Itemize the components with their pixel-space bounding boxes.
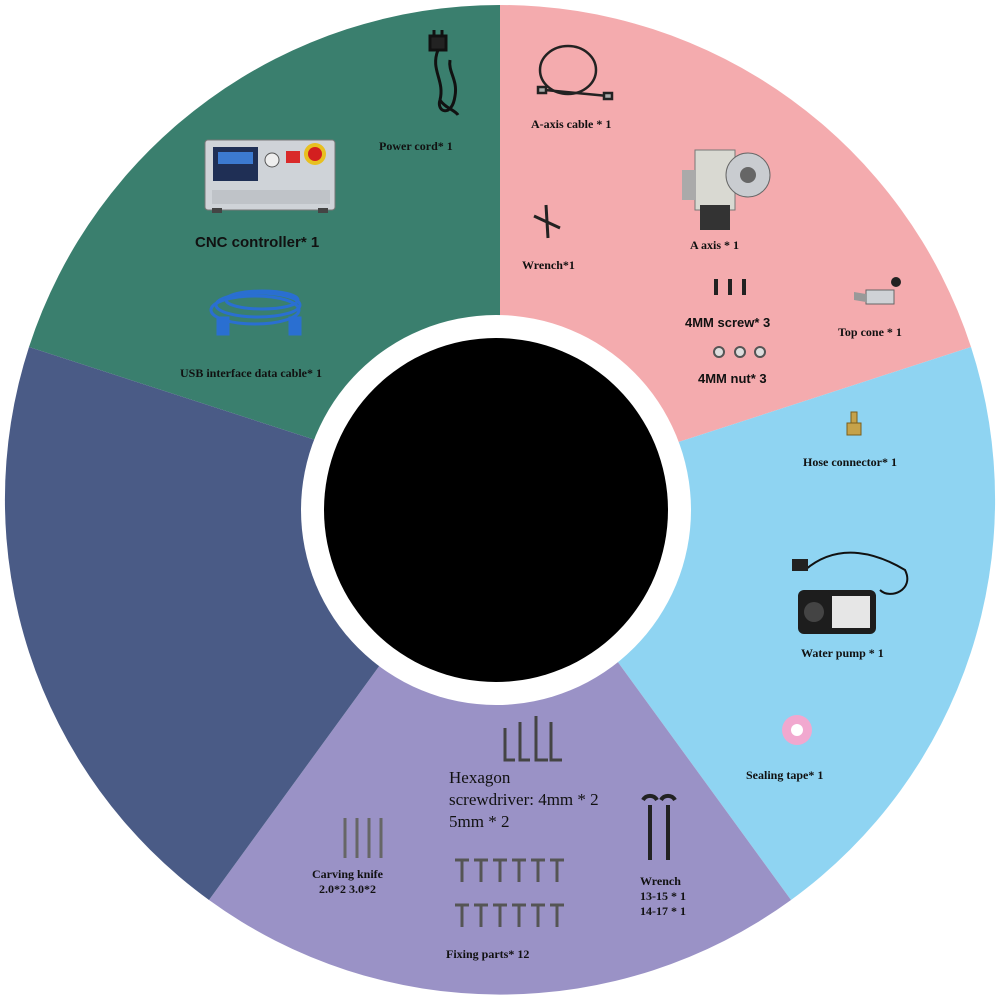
screw-4mm-label: 4MM screw* 3 [685, 315, 771, 330]
water-pump-image [792, 551, 909, 634]
wrench-t-label: Wrench*1 [522, 258, 575, 272]
top-cone-image [854, 277, 901, 305]
wrench-pair-image [641, 793, 677, 860]
a-axis-cable-image [536, 44, 614, 101]
a-axis-image [682, 149, 771, 230]
wrench-label-line1: Wrench [640, 874, 681, 888]
wrench-t-image [533, 204, 561, 239]
nut-4mm-image [713, 346, 766, 358]
wrench-label-line3: 14-17 * 1 [640, 904, 686, 918]
sector-tools [209, 500, 791, 995]
fixing-parts-image [455, 858, 564, 927]
a-axis-label: A axis * 1 [690, 238, 740, 252]
top-cone-label: Top cone * 1 [838, 325, 902, 339]
center-hole [324, 338, 668, 682]
hexagon-keys-image [503, 716, 562, 762]
hose-connector-label: Hose connector* 1 [803, 455, 897, 469]
sealing-tape-label: Sealing tape* 1 [746, 768, 824, 782]
power-cord-image [428, 30, 460, 116]
usb-cable-image [209, 289, 302, 336]
carving-knife-label: Carving knife 2.0*2 3.0*2 [312, 867, 383, 897]
hose-connector-image [846, 411, 862, 436]
carving-knife-image [343, 818, 383, 858]
wrench-label-line2: 13-15 * 1 [640, 889, 686, 903]
cnc-controller-label: CNC controller* 1 [195, 234, 320, 251]
carving-knife-label-line2: 2.0*2 3.0*2 [319, 882, 376, 896]
water-pump-label: Water pump * 1 [801, 646, 884, 660]
cnc-controller-image [204, 139, 336, 213]
hexagon-screwdriver-label: Hexagon screwdriver: 4mm * 2 5mm * 2 [449, 768, 599, 832]
screw-4mm-image [714, 279, 746, 295]
a-axis-cable-label: A-axis cable * 1 [531, 117, 612, 131]
wrench-label: Wrench 13-15 * 1 14-17 * 1 [640, 874, 686, 919]
power-cord-label: Power cord* 1 [379, 139, 453, 153]
fixing-parts-label: Fixing parts* 12 [446, 947, 530, 961]
sealing-tape-image [782, 715, 812, 745]
carving-knife-label-line1: Carving knife [312, 867, 384, 881]
nut-4mm-label: 4MM nut* 3 [698, 371, 767, 386]
usb-cable-label: USB interface data cable* 1 [180, 366, 322, 380]
